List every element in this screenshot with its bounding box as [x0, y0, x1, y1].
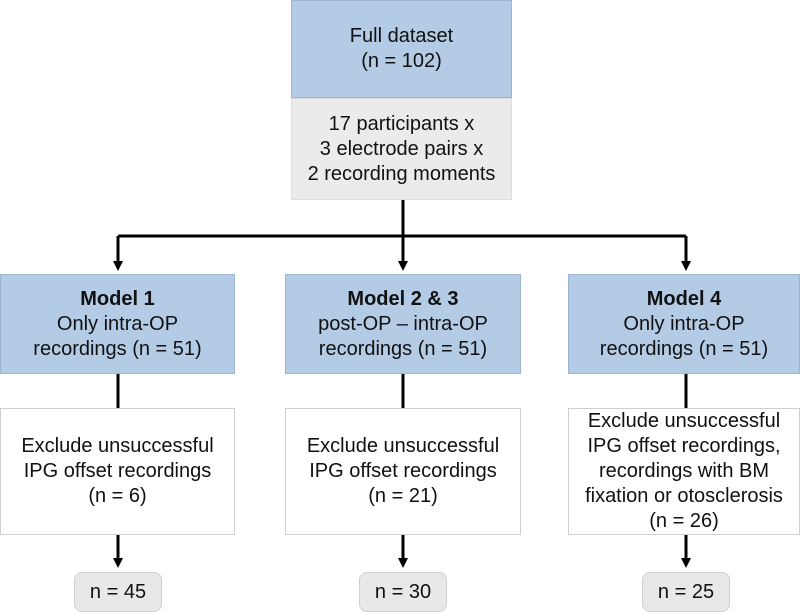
exclusion-line: Exclude unsuccessful — [306, 435, 500, 457]
exclusion-line: Exclude unsuccessful — [21, 435, 214, 457]
dataset-composition-box: 17 participants x 3 electrode pairs x 2 … — [291, 98, 512, 200]
model-2-3-title: Model 2 & 3 — [347, 287, 459, 310]
model-1-desc-line: Only intra-OP — [56, 312, 179, 335]
exclusion-line: (n = 21) — [368, 485, 438, 507]
model-2-3-desc-line: recordings (n = 51) — [318, 337, 488, 360]
model-1-result-box: n = 45 — [74, 572, 162, 612]
model-4-result-box: n = 25 — [642, 572, 730, 612]
model-1-exclusion-box: Exclude unsuccessful IPG offset recordin… — [0, 408, 235, 535]
model-4-desc-line: Only intra-OP — [623, 312, 745, 335]
model-1-desc-line: recordings (n = 51) — [33, 337, 202, 360]
model-1-box: Model 1 Only intra-OP recordings (n = 51… — [0, 274, 235, 374]
model-4-result: n = 25 — [657, 580, 715, 603]
model-4-exclusion-box: Exclude unsuccessful IPG offset recordin… — [568, 408, 800, 535]
model-2-3-box: Model 2 & 3 post-OP – intra-OP recording… — [285, 274, 521, 374]
model-2-3-result-box: n = 30 — [359, 572, 447, 612]
exclusion-line: fixation or otosclerosis — [585, 485, 783, 507]
model-4-box: Model 4 Only intra-OP recordings (n = 51… — [568, 274, 800, 374]
exclusion-line: (n = 26) — [649, 510, 719, 532]
composition-line: 2 recording moments — [307, 162, 496, 185]
exclusion-line: Exclude unsuccessful — [587, 410, 781, 432]
model-4-title: Model 4 — [646, 287, 722, 310]
model-1-title: Model 1 — [80, 287, 155, 310]
full-dataset-title: Full dataset — [349, 25, 454, 47]
full-dataset-count: (n = 102) — [361, 50, 442, 72]
composition-line: 17 participants x — [328, 112, 475, 135]
model-2-3-desc-line: post-OP – intra-OP — [318, 312, 488, 335]
model-2-3-result: n = 30 — [374, 580, 432, 603]
model-1-result: n = 45 — [89, 580, 147, 603]
model-4-desc-line: recordings (n = 51) — [599, 337, 769, 360]
exclusion-line: recordings with BM — [598, 460, 770, 482]
exclusion-line: IPG offset recordings — [309, 460, 497, 482]
exclusion-line: IPG offset recordings — [23, 460, 212, 482]
exclusion-line: IPG offset recordings, — [587, 435, 781, 457]
composition-line: 3 electrode pairs x — [319, 137, 484, 160]
model-2-3-exclusion-box: Exclude unsuccessful IPG offset recordin… — [285, 408, 521, 535]
full-dataset-box: Full dataset (n = 102) — [291, 0, 512, 98]
exclusion-line: (n = 6) — [88, 485, 147, 507]
